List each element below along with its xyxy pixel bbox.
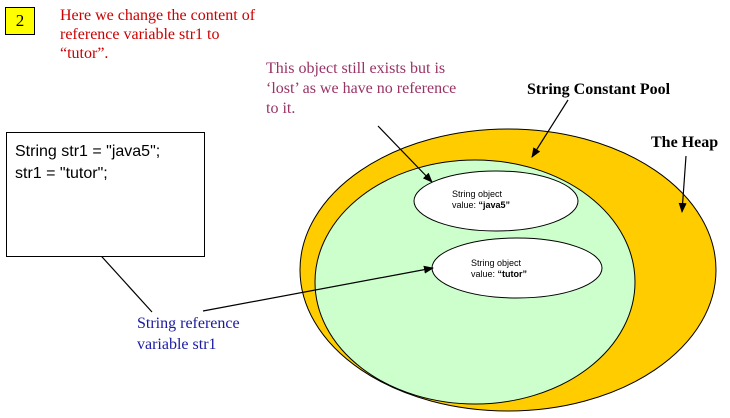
object-java5-ellipse bbox=[413, 170, 579, 232]
object-java5-value-prefix: value: bbox=[452, 200, 479, 210]
arrow-lost-to-java5 bbox=[377, 125, 433, 183]
arrow-heap-label bbox=[678, 155, 687, 213]
object-java5-value-line: value: “java5” bbox=[452, 200, 510, 211]
arrow-pool-label bbox=[531, 99, 569, 158]
code-line-2: str1 = "tutor"; bbox=[15, 165, 108, 182]
object-tutor-value: “tutor” bbox=[497, 269, 528, 279]
object-tutor-value-line: value: “tutor” bbox=[471, 269, 527, 280]
step-note: Here we change the content of reference … bbox=[60, 7, 256, 62]
code-line-1: String str1 = "java5"; bbox=[15, 143, 161, 160]
reference-variable-note: String reference variable str1 bbox=[137, 315, 240, 353]
heap-label: The Heap bbox=[651, 134, 719, 151]
object-java5-title: String object bbox=[452, 189, 503, 199]
string-constant-pool-label: String Constant Pool bbox=[527, 81, 671, 98]
arrow-ref-to-tutor bbox=[202, 265, 434, 312]
code-box: String str1 = "java5"; str1 = "tutor"; bbox=[6, 132, 205, 257]
object-tutor-title: String object bbox=[471, 258, 522, 268]
object-java5-value: “java5” bbox=[478, 200, 511, 210]
step-number-badge: 2 bbox=[5, 7, 35, 35]
lost-object-note: This object still exists but is ‘lost’ a… bbox=[266, 60, 457, 117]
object-java5-label: String object value: “java5” bbox=[452, 189, 510, 211]
object-tutor-label: String object value: “tutor” bbox=[471, 258, 527, 280]
object-tutor-value-prefix: value: bbox=[471, 269, 498, 279]
